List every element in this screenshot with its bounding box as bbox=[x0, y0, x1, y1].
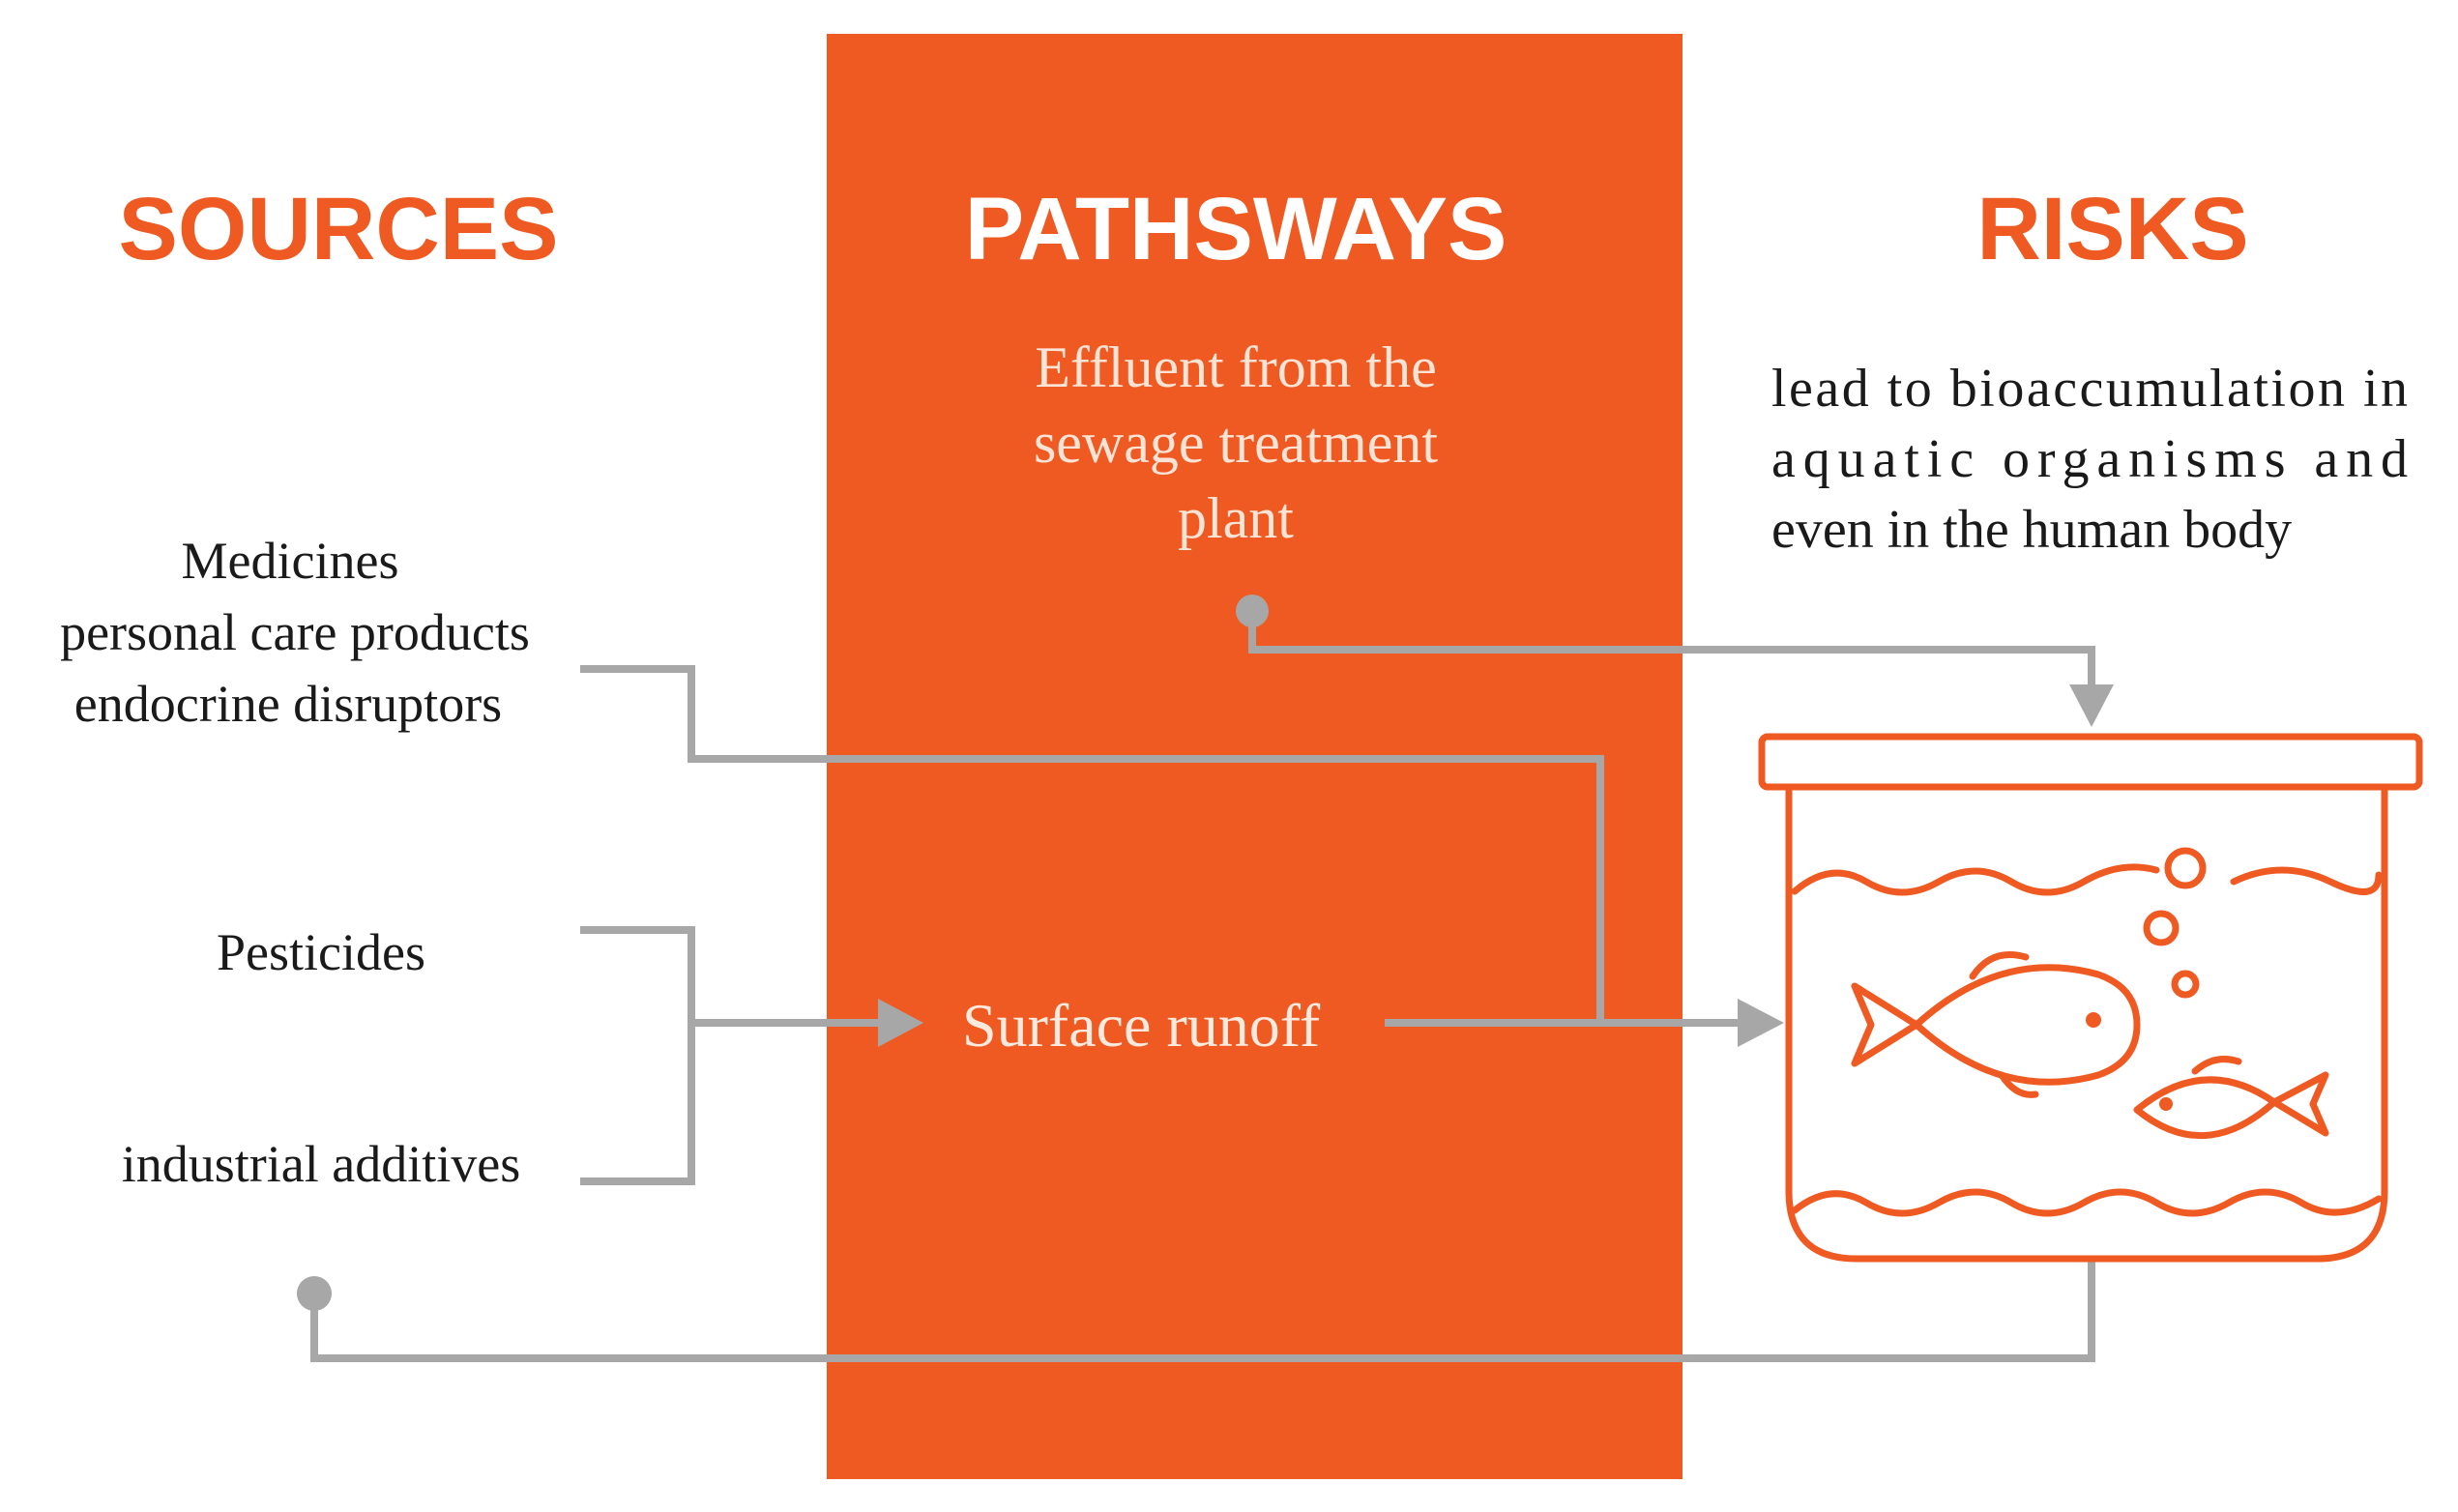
effluent-arrowhead bbox=[2069, 684, 2114, 727]
pesticides-bracket bbox=[580, 926, 695, 1185]
effluent-connector bbox=[1248, 611, 2095, 688]
fish-small-eye bbox=[2159, 1097, 2173, 1111]
source-pesticides: Pesticides bbox=[217, 923, 425, 981]
source-personal-care: personal care products bbox=[60, 603, 530, 661]
pathway-surface-runoff: Surface runoff bbox=[962, 991, 1321, 1060]
fish-tank-icon bbox=[1758, 733, 2423, 1263]
runoff-arrowhead bbox=[878, 999, 923, 1047]
feedback-connector bbox=[310, 1262, 2095, 1362]
source-industrial-additives: industrial additives bbox=[122, 1135, 520, 1193]
effluent-line-1: Effluent from the bbox=[1035, 335, 1436, 399]
tank-arrowhead bbox=[1738, 999, 1784, 1047]
tank-lid bbox=[1758, 733, 2423, 791]
sources-heading: SOURCES bbox=[119, 180, 559, 278]
water-surface-wave bbox=[1791, 863, 2383, 896]
source-group-pharma: Medicines personal care products endocri… bbox=[60, 532, 530, 733]
fish-small-tail bbox=[2270, 1071, 2329, 1137]
fish-large-tail bbox=[1851, 982, 1920, 1067]
risks-description: lead to bioaccumulation in aquatic organ… bbox=[1771, 359, 2408, 560]
risks-heading: RISKS bbox=[1976, 180, 2248, 278]
pathways-heading: PATHSWAYS bbox=[965, 180, 1507, 278]
fish-large-fin-bottom bbox=[1998, 1071, 2039, 1098]
fish-large-fin-top bbox=[1969, 951, 2030, 980]
feedback-dot bbox=[297, 1276, 332, 1311]
pharma-connector bbox=[580, 665, 1604, 1023]
pathway-effluent: Effluent from the sewage treatment plant bbox=[1034, 335, 1438, 550]
fish-small-body bbox=[2133, 1076, 2278, 1139]
effluent-line-3: plant bbox=[1178, 486, 1294, 550]
connectors bbox=[297, 595, 2114, 1362]
fish-large-icon bbox=[1851, 951, 2141, 1098]
fish-large-eye bbox=[2086, 1012, 2101, 1028]
bubble-small bbox=[2171, 970, 2200, 999]
source-medicines: Medicines bbox=[182, 532, 399, 590]
bubble-large bbox=[2164, 847, 2207, 889]
fish-large-body bbox=[1913, 964, 2141, 1086]
fish-small-fin bbox=[2191, 1056, 2242, 1075]
bubble-medium bbox=[2143, 910, 2180, 946]
source-endocrine: endocrine disruptors bbox=[74, 675, 502, 733]
tank-body bbox=[1785, 787, 2388, 1263]
risks-line-1: lead to bioaccumulation in bbox=[1771, 359, 2408, 419]
tank-bottom-wave bbox=[1791, 1188, 2383, 1217]
fish-small-icon bbox=[2133, 1056, 2329, 1139]
risks-line-2: aquatic organisms and bbox=[1771, 429, 2408, 489]
effluent-line-2: sewage treatment bbox=[1034, 411, 1438, 475]
risks-line-3: even in the human body bbox=[1771, 500, 2292, 560]
